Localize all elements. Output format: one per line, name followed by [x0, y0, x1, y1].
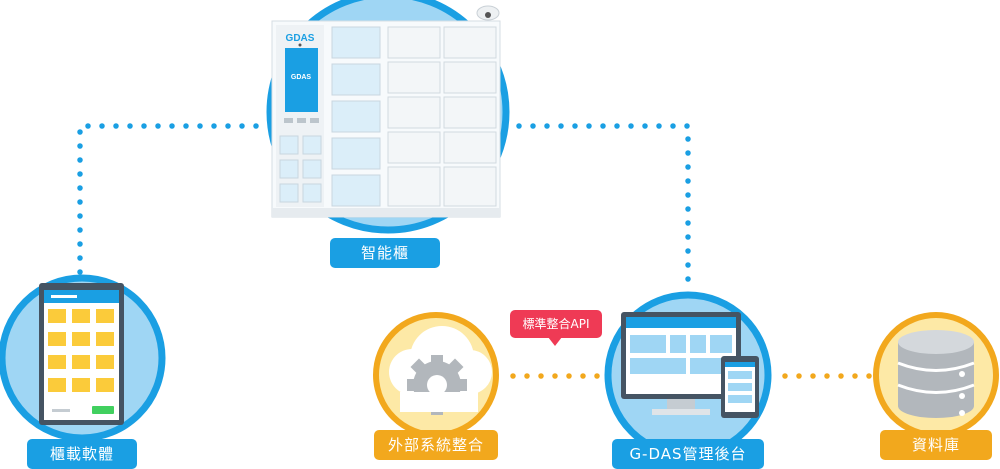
locker-software-node	[0, 274, 166, 442]
database-label: 資料庫	[880, 430, 992, 460]
database-node	[873, 312, 999, 438]
external-integration-node	[373, 312, 499, 438]
smart-locker-label: 智能櫃	[330, 238, 440, 268]
cloud-gear-icon	[389, 326, 492, 415]
locker-logo: GDAS	[286, 33, 315, 44]
tablet-icon	[39, 283, 124, 425]
connector-locker-to-software	[77, 123, 259, 278]
backend-node	[604, 291, 772, 459]
monitor-phone-icon	[621, 312, 759, 418]
smart-locker-icon: GDAS GDAS	[271, 5, 501, 218]
database-icon	[897, 330, 975, 418]
smart-locker-node: GDAS GDAS	[266, 0, 510, 234]
connector-locker-to-backend	[516, 123, 691, 283]
external-integration-label: 外部系統整合	[374, 430, 498, 460]
api-tag-pointer	[548, 337, 562, 346]
api-tag: 標準整合API	[510, 310, 602, 338]
locker-software-label: 櫃載軟體	[27, 439, 137, 469]
screen-logo: GDAS	[291, 74, 312, 81]
backend-label: G-DAS管理後台	[612, 439, 764, 469]
